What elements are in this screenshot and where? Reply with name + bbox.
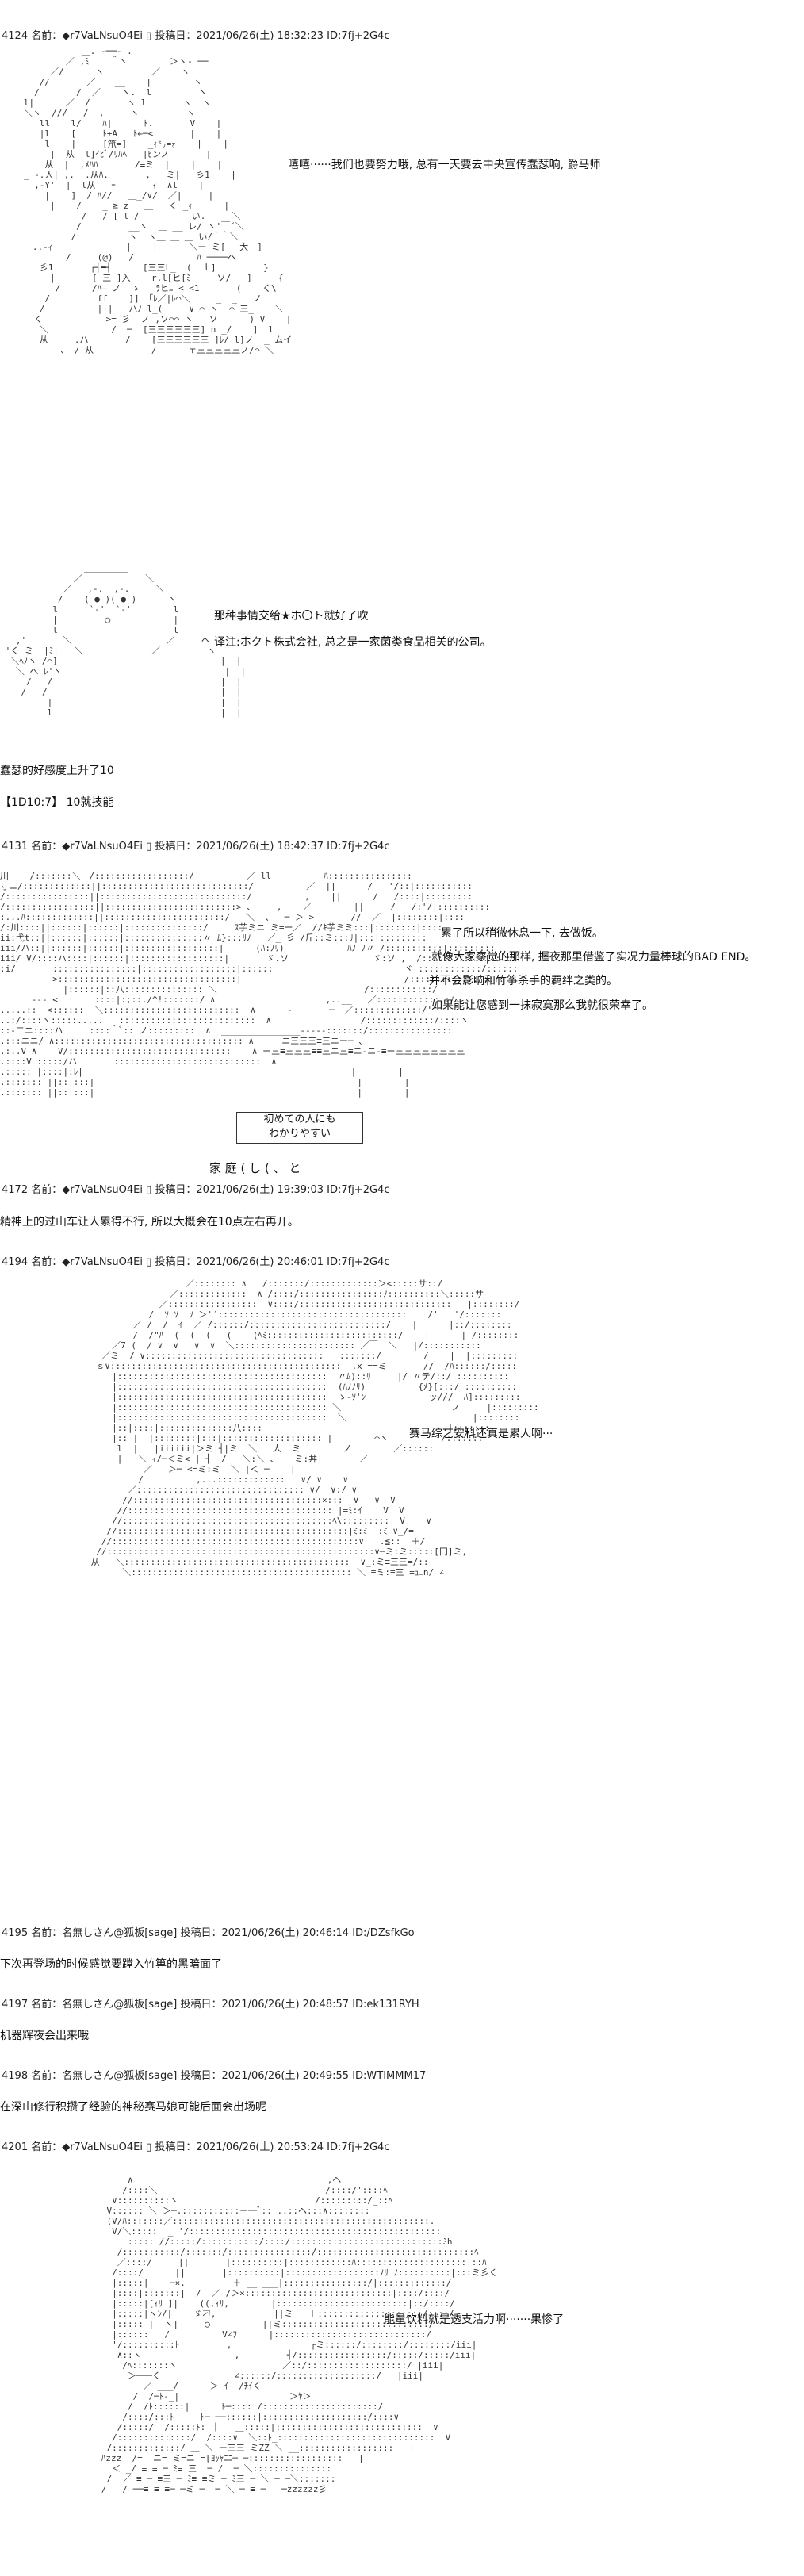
ascii-art-mascot: ＿＿＿＿＿ ／ ＼ ／ ,-. ,-. ＼ / ( ● )( ● ) ヽ l `… [5, 563, 247, 718]
post-header-4124: 4124 名前：◆r7VaLNsuO4Ei ▯ 投稿日：2021/06/26(土… [2, 30, 390, 42]
post-text-4194: 赛马综艺安科还真是累人啊··· [409, 1428, 553, 1440]
ascii-art-character-2: 川 /:::::::＼＿/::::::::::::::::::/ ／ ll ﾊ:… [0, 871, 522, 1098]
post-text-4198: 在深山修行积攒了经验的神秘赛马娘可能后面会出场呢 [0, 2101, 266, 2114]
post-header-4201: 4201 名前：◆r7VaLNsuO4Ei ▯ 投稿日：2021/06/26(土… [2, 2141, 390, 2153]
ascii-art-character-1: ＿. -──- . ／ ,ﾐ ＾ヽ ＞ヽ- ── ／/ ヽ ／ ヽ // ／ ＿… [23, 46, 293, 355]
post-header-4198: 4198 名前：名無しさん@狐板[sage] 投稿日：2021/06/26(土)… [2, 2070, 427, 2082]
post-text-hokuto-2: 译注:ホクト株式会社, 总之是一家菌类食品相关的公司。 [214, 636, 492, 649]
post-header-4195: 4195 名前：名無しさん@狐板[sage] 投稿日：2021/06/26(土)… [2, 1927, 415, 1939]
affection-text: 蠢瑟的好感度上升了10 [0, 765, 114, 777]
post-text-4172: 精神上的过山车让人累得不行, 所以大概会在10点左右再开。 [0, 1216, 299, 1229]
post-header-4194: 4194 名前：◆r7VaLNsuO4Ei ▯ 投稿日：2021/06/26(土… [2, 1256, 390, 1268]
box-line-1: 初めての人にも [263, 1114, 336, 1125]
ascii-art-character-3: ／:::::::: ∧ /:::::::/:::::::::::::＞<::::… [90, 1278, 539, 1577]
post-text-4197: 机器辉夜会出来哦 [0, 2030, 89, 2042]
box-line-2: わかりやすい [268, 1128, 331, 1140]
post-text-4131-4: 如果能让您感到一抹寂寞那么我就很荣幸了。 [431, 999, 653, 1012]
post-text-4131-1: 累了所以稍微休息一下, 去做饭。 [441, 927, 603, 940]
post-header-4197: 4197 名前：名無しさん@狐板[sage] 投稿日：2021/06/26(土)… [2, 1999, 419, 2011]
post-header-4131: 4131 名前：◆r7VaLNsuO4Ei ▯ 投稿日：2021/06/26(土… [2, 841, 390, 853]
post-text-4131-3: 并不会影响和竹筝杀手的羁绊之类的。 [429, 975, 618, 987]
post-text-4124: 嘻嘻······我们也要努力哦, 总有一天要去中央宣传蠢瑟响, 爵马师 [288, 159, 601, 171]
ascii-art-character-4: ∧ ,ヘ /::::＼ /::::/'::::ﾍ ∨::::::::::ヽ /:… [101, 2175, 498, 2494]
post-text-4201: 能量饮料就是透支活力啊·······果惨了 [384, 2313, 565, 2326]
post-text-4195: 下次再登场的时候感觉要蹚入竹箅的黑暗面了 [0, 1958, 222, 1971]
post-text-4131-2: 就像大家察觉的那样, 握夜那里借鉴了实况力量棒球的BAD END。 [431, 951, 756, 964]
dice-roll-text: 【1D10:7】 10就技能 [0, 796, 114, 809]
post-header-4172: 4172 名前：◆r7VaLNsuO4Ei ▯ 投稿日：2021/06/26(土… [2, 1184, 390, 1196]
post-text-hokuto-1: 那种事情交给★ホ〇ト就好了吹 [214, 610, 369, 623]
explanation-box: 初めての人にも わかりやすい [236, 1112, 363, 1144]
art-bottom-text: 家 庭 ( し ( 、 と [209, 1161, 301, 1175]
